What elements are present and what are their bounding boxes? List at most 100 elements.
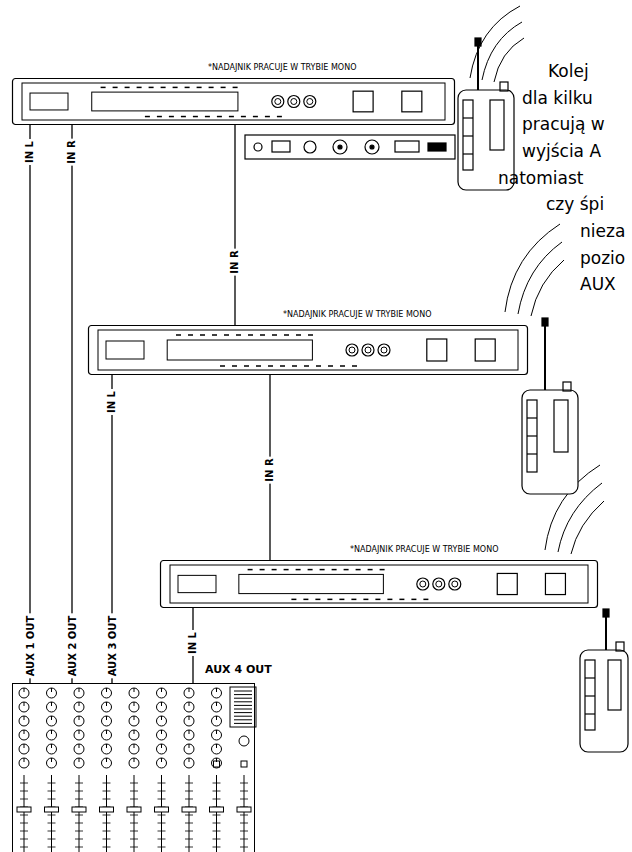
fader-scale xyxy=(130,783,138,784)
fader-track xyxy=(216,775,217,852)
knob-pointer xyxy=(216,730,217,734)
knob xyxy=(102,744,112,754)
knob xyxy=(102,716,112,726)
control-knob xyxy=(449,578,461,590)
meter-segment xyxy=(234,719,252,720)
knob xyxy=(19,716,29,726)
fader-scale xyxy=(213,823,221,824)
fader-scale xyxy=(103,839,111,840)
meter-segment xyxy=(234,694,252,695)
control-knob xyxy=(346,344,358,356)
receiver-groove xyxy=(585,677,595,678)
tick-mark xyxy=(272,569,277,571)
fader-scale xyxy=(240,831,248,832)
meter-segment xyxy=(234,701,252,702)
fader-scale xyxy=(158,823,166,824)
mixing-console: AUX 4 OUT xyxy=(12,683,255,852)
knob-pointer xyxy=(24,688,25,692)
knob-pointer xyxy=(134,730,135,734)
tick-mark xyxy=(356,569,361,571)
tick-mark xyxy=(332,569,337,571)
fader-scale xyxy=(185,823,193,824)
knob-pointer xyxy=(51,758,52,762)
receiver-label xyxy=(554,400,568,452)
fader-track xyxy=(106,775,107,852)
fader-scale xyxy=(158,791,166,792)
knob-pointer xyxy=(106,744,107,748)
input-label: IN R xyxy=(66,138,78,165)
fader-scale xyxy=(48,799,56,800)
output-label: AUX 4 OUT xyxy=(205,664,272,675)
signal-cable xyxy=(72,125,73,683)
tick-mark xyxy=(181,116,186,118)
fader-cap xyxy=(182,807,196,812)
tick-mark xyxy=(188,334,193,336)
tick-mark xyxy=(185,87,190,89)
fader-scale xyxy=(240,815,248,816)
tick-mark xyxy=(197,87,202,89)
fader-scale xyxy=(185,839,193,840)
fader-scale xyxy=(130,815,138,816)
front-panel xyxy=(22,83,445,120)
tick-mark xyxy=(284,334,289,336)
tick-mark xyxy=(256,365,261,367)
fader-scale xyxy=(75,799,83,800)
xlr-pin xyxy=(370,145,374,149)
mute-button xyxy=(214,761,220,767)
tick-mark xyxy=(352,365,357,367)
knob xyxy=(212,702,222,712)
tick-mark xyxy=(265,116,270,118)
fader-scale xyxy=(20,847,28,848)
level-meter xyxy=(230,687,256,727)
receiver-groove xyxy=(463,135,473,136)
fader-scale xyxy=(130,823,138,824)
input-label: IN R xyxy=(264,456,276,483)
control-knob-center xyxy=(291,99,297,105)
tick-mark xyxy=(260,569,265,571)
display xyxy=(167,340,312,360)
fader-scale xyxy=(240,791,248,792)
button xyxy=(353,91,373,112)
fader-scale xyxy=(48,847,56,848)
tick-mark xyxy=(200,334,205,336)
tick-mark xyxy=(423,599,428,601)
tick-mark xyxy=(284,569,289,571)
meter-segment xyxy=(234,709,252,710)
tick-mark xyxy=(205,116,210,118)
knob xyxy=(74,758,84,768)
xlr-socket xyxy=(333,140,347,154)
knob-pointer xyxy=(161,758,162,762)
fader-scale xyxy=(20,783,28,784)
fader-scale xyxy=(103,791,111,792)
knob xyxy=(129,716,139,726)
tick-mark xyxy=(344,569,349,571)
knob-pointer xyxy=(24,702,25,706)
output-label: AUX 3 OUT xyxy=(107,614,119,679)
knob xyxy=(47,744,57,754)
tick-mark xyxy=(137,87,142,89)
fader-scale xyxy=(158,839,166,840)
tick-mark xyxy=(411,599,416,601)
tick-mark xyxy=(268,365,273,367)
tick-mark xyxy=(316,365,321,367)
panel-jack xyxy=(254,143,262,151)
knob xyxy=(102,758,112,768)
tick-mark xyxy=(157,116,162,118)
knob-pointer xyxy=(24,730,25,734)
input-label: IN L xyxy=(24,139,36,165)
fader-scale xyxy=(48,831,56,832)
bodypack-receiver xyxy=(458,38,514,190)
knob-pointer xyxy=(189,744,190,748)
mode-note: *NADAJNIK PRACUJE W TRYBIE MONO xyxy=(208,64,356,72)
wave xyxy=(518,242,562,314)
fader-scale xyxy=(158,783,166,784)
knob xyxy=(19,758,29,768)
transmitter-unit: *NADAJNIK PRACUJE W TRYBIE MONO xyxy=(88,325,528,375)
control-knob xyxy=(417,578,429,590)
knob-pointer xyxy=(189,758,190,762)
fader-cap xyxy=(100,807,114,812)
fader-scale xyxy=(20,815,28,816)
fader-scale xyxy=(185,831,193,832)
tick-mark xyxy=(296,569,301,571)
